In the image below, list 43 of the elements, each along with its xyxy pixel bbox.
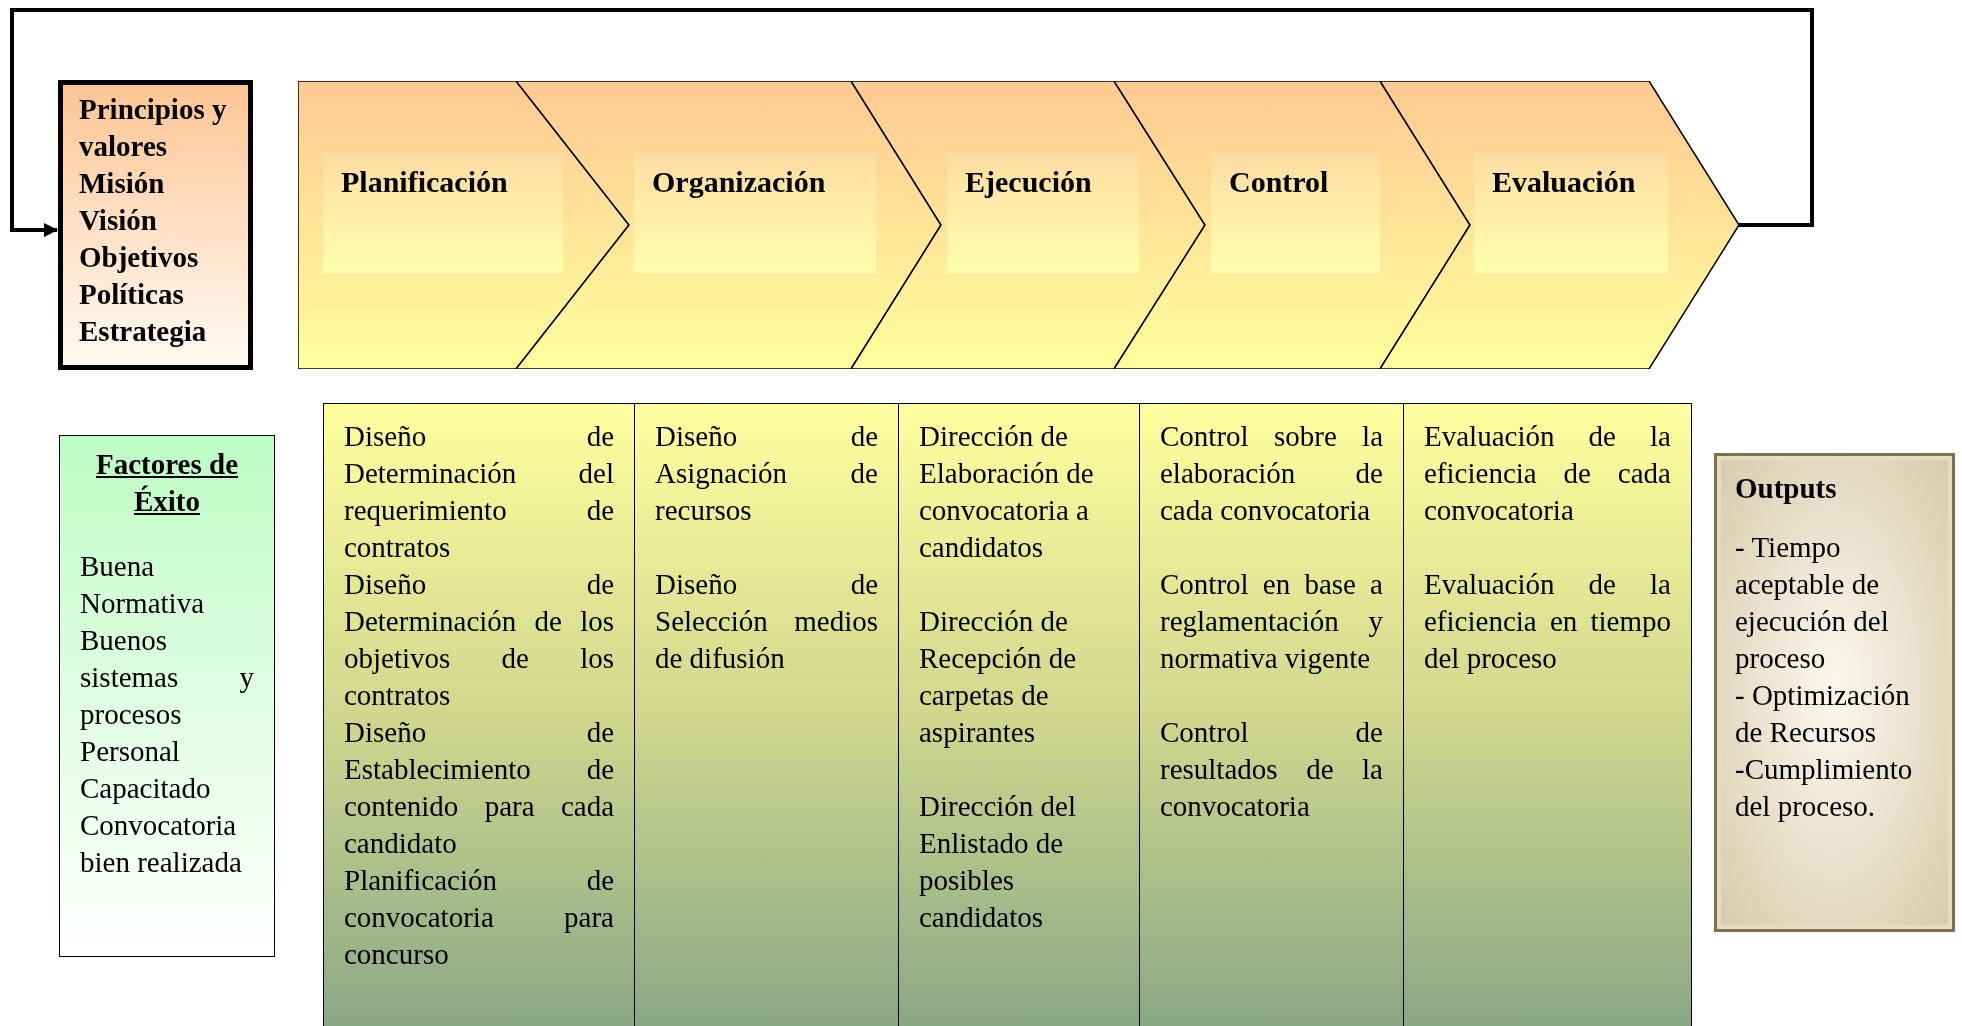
activity-column	[634, 403, 899, 1026]
stage-label: Planificación	[323, 153, 563, 273]
output-text: -Cumplimiento del proceso.	[1735, 752, 1914, 824]
stage-label: Ejecución	[947, 153, 1139, 273]
activity-column	[1403, 403, 1692, 1026]
box-heading: Factores de Éxito	[95, 447, 239, 519]
activity-text: Control en base a reglamentación y normativa vigente	[1160, 567, 1383, 676]
outputs-box	[1714, 453, 1955, 932]
activity-text: Dirección de Recepción de carpetas de aspirantes	[919, 604, 1077, 750]
activity-text: Evaluación de la eficiencia en tiempo del proceso	[1424, 567, 1671, 676]
stage-label: Evaluación	[1474, 153, 1668, 273]
principles-box	[58, 80, 253, 370]
activity-text: Dirección del Enlistado de posibles candidatos	[919, 789, 1077, 935]
output-text: - Tiempo aceptable de ejecución del proceso	[1735, 530, 1890, 676]
stage-label: Control	[1211, 153, 1380, 273]
principle-text: Políticas	[79, 277, 185, 312]
activity-text: Control de resultados de la convocatoria	[1160, 715, 1383, 824]
activity-text: Dirección de Elaboración de convocatoria a candidatos	[919, 419, 1095, 565]
activity-text: Diseño de Establecimiento de contenido para cada candidato	[344, 715, 614, 861]
output-text: - Optimización de Recursos	[1735, 678, 1911, 750]
principle-text: Principios y valores	[79, 92, 228, 164]
activity-text: Diseño de Determinación del requerimiento de contratos	[344, 419, 614, 565]
feedback-arrow	[10, 8, 1814, 237]
factor-text: Personal Capacitado	[80, 734, 212, 806]
factor-text: Buena Normativa	[80, 549, 205, 621]
activity-column	[898, 403, 1140, 1026]
principle-text: Objetivos	[79, 240, 200, 275]
activity-text: Evaluación de la eficiencia de cada convocatoria	[1424, 419, 1671, 528]
box-heading: Outputs	[1735, 471, 1838, 506]
principle-text: Estrategia	[79, 314, 208, 349]
factor-text: Buenos sistemas y procesos	[80, 623, 254, 732]
factor-text: Convocatoria bien realizada	[80, 808, 243, 880]
activity-text: Control sobre la elaboración de cada convocatoria	[1160, 419, 1383, 528]
activity-column	[323, 403, 635, 1026]
principle-text: Visión	[79, 203, 158, 238]
activity-text: Diseño de Selección medios de difusión	[655, 567, 878, 676]
stage-label: Organización	[634, 153, 876, 273]
success-factors-box	[59, 435, 275, 957]
activity-text: Diseño de Determinación de los objetivos de los contratos	[344, 567, 614, 713]
activity-text: Diseño de Asignación de recursos	[655, 419, 878, 528]
principle-text: Misión	[79, 166, 166, 201]
activity-text: Planificación de convocatoria para concurso	[344, 863, 614, 972]
activity-column	[1139, 403, 1404, 1026]
